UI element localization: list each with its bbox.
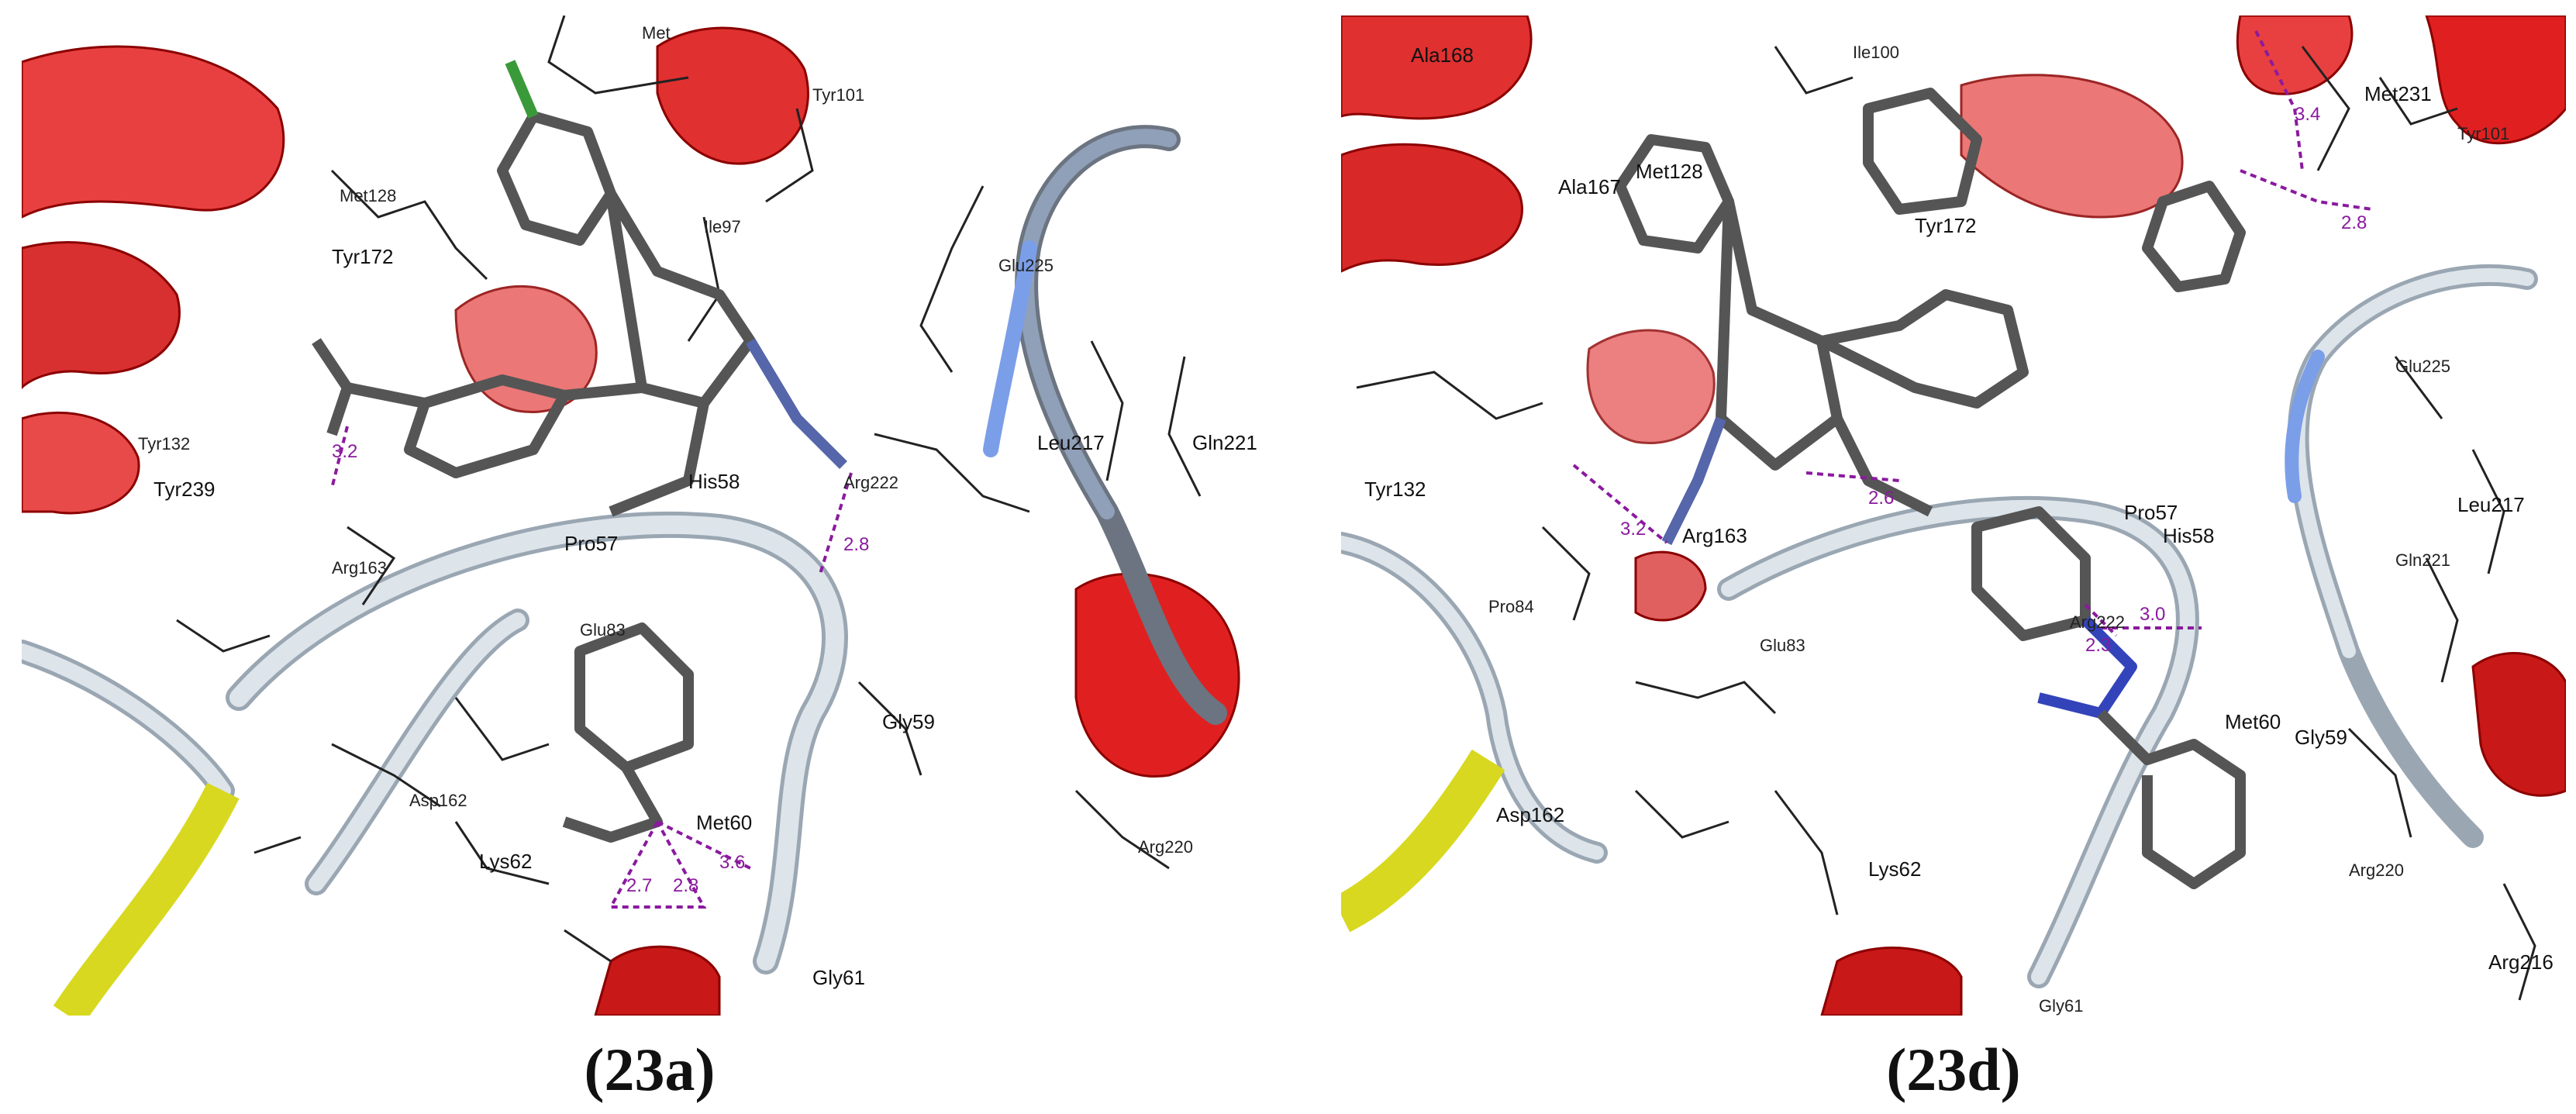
res-label: Tyr172: [1915, 214, 1977, 237]
distance-labels: 3.4 2.8 3.2 2.6 3.0 2.3: [1620, 104, 2367, 656]
distance-label: 2.6: [1868, 488, 1894, 509]
backbone-tubes: [1341, 264, 2538, 988]
beta-strand: [1341, 749, 1505, 933]
res-label: Gly61: [812, 966, 865, 989]
res-label: Arg216: [2488, 950, 2554, 974]
res-label: Met128: [1636, 160, 1703, 183]
distance-labels: 3.2 2.8 3.6 2.7 2.8: [332, 441, 869, 896]
ligand: [312, 111, 847, 843]
res-label: His58: [2163, 524, 2214, 547]
residue-labels: Met Tyr101 Met128 Tyr172 Ile97 Glu225 Le…: [138, 23, 1257, 989]
res-label: Glu225: [998, 256, 1054, 275]
distance-label: 2.3: [2085, 635, 2111, 656]
res-label: Gln221: [1192, 431, 1257, 454]
res-label: Ile97: [704, 217, 741, 236]
beta-strand: [53, 782, 240, 1016]
res-label: Tyr239: [153, 478, 216, 501]
distance-label: 3.2: [332, 441, 357, 462]
res-label: Glu83: [580, 620, 626, 640]
docking-view-23d: Ile100 Met231 Tyr101 Ala168 Ala167 Met12…: [1341, 16, 2566, 1016]
hbond-lines: [1572, 30, 2373, 637]
res-label: Met231: [2364, 82, 2432, 105]
res-label: Ile100: [1853, 43, 1899, 62]
res-label: Met: [642, 23, 671, 43]
res-label: Gly59: [2295, 726, 2347, 749]
res-label: Glu225: [2395, 357, 2450, 376]
residue-labels: Ile100 Met231 Tyr101 Ala168 Ala167 Met12…: [1364, 43, 2554, 1016]
res-label: Ala167: [1558, 175, 1621, 198]
res-label: Tyr172: [332, 245, 394, 268]
res-label: Arg222: [2070, 612, 2125, 632]
distance-label: 2.8: [673, 875, 698, 896]
res-label: Met60: [2225, 710, 2281, 733]
helix-ribbons: [1341, 16, 2566, 1016]
residue-sticks: [1356, 46, 2536, 1001]
res-label: Tyr101: [812, 85, 864, 105]
res-label: Lys62: [1868, 857, 1921, 881]
res-label: Gly59: [882, 710, 935, 733]
res-label: Pro57: [2124, 501, 2178, 524]
distance-label: 2.8: [843, 534, 869, 555]
chloro-substituent: [505, 60, 539, 119]
res-label: Asp162: [1496, 803, 1564, 826]
res-label: Ala168: [1411, 43, 1474, 67]
res-label: Arg222: [843, 473, 898, 492]
residue-sticks: [176, 16, 1202, 963]
res-label: Tyr132: [138, 434, 190, 454]
helix-ribbons: [22, 26, 1240, 1016]
res-label: Arg220: [1138, 837, 1193, 857]
panel-caption-23d: (23d): [1886, 1036, 2021, 1103]
distance-label: 3.2: [1620, 519, 1646, 540]
res-label: Arg163: [1682, 524, 1747, 547]
distance-label: 2.8: [2341, 212, 2367, 233]
hbond-lines: [330, 426, 853, 909]
docking-panel-23a: Met Tyr101 Met128 Tyr172 Ile97 Glu225 Le…: [22, 16, 1278, 1016]
res-label: Asp162: [409, 791, 467, 810]
docking-panel-23d: Ile100 Met231 Tyr101 Ala168 Ala167 Met12…: [1341, 16, 2566, 1016]
res-label: His58: [688, 470, 740, 493]
distance-label: 3.4: [2295, 104, 2320, 125]
res-label: Pro57: [564, 532, 618, 555]
distance-label: 3.0: [2140, 604, 2165, 625]
res-label: Arg163: [332, 558, 387, 578]
res-label: Lys62: [479, 850, 532, 873]
ligand: [1615, 88, 2246, 889]
res-label: Tyr101: [2457, 124, 2509, 143]
docking-view-23a: Met Tyr101 Met128 Tyr172 Ile97 Glu225 Le…: [22, 16, 1257, 1016]
distance-label: 3.6: [719, 852, 745, 873]
res-label: Tyr132: [1364, 478, 1426, 501]
panel-caption-23a: (23a): [584, 1036, 716, 1103]
res-label: Pro84: [1488, 597, 1534, 616]
res-label: Leu217: [2457, 493, 2525, 516]
backbone-tubes: [22, 125, 1227, 974]
res-label: Met128: [340, 186, 396, 205]
res-label: Glu83: [1760, 636, 1805, 655]
res-label: Met60: [696, 811, 752, 834]
res-label: Gln221: [2395, 550, 2450, 570]
res-label: Arg220: [2349, 861, 2404, 880]
distance-label: 2.7: [626, 875, 652, 896]
res-label: Gly61: [2039, 996, 2083, 1016]
res-label: Leu217: [1037, 431, 1105, 454]
